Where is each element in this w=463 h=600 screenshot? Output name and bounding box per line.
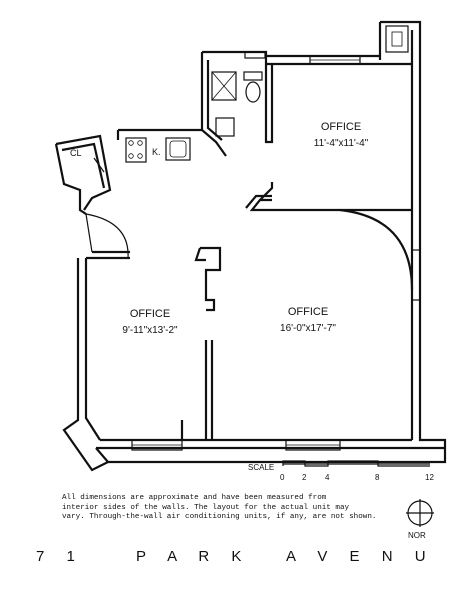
windows [131,51,421,451]
address-number: 7 1 [36,548,84,565]
disclaimer-note: All dimensions are approximate and have … [62,494,377,523]
note-line: vary. Through-the-wall air conditioning … [62,513,377,521]
scale-tick: 12 [425,473,434,482]
scale-tick: 0 [280,473,285,482]
interior-walls [85,64,414,440]
room-label-upper-office: OFFICE [321,121,361,133]
room-label-lower-left-office: OFFICE [130,308,170,320]
note-line: All dimensions are approximate and have … [62,494,327,502]
kitchen-fixtures [125,137,191,163]
bath-fixtures [211,71,263,137]
north-compass-icon [406,499,434,527]
closet-label: CL [70,148,82,158]
scale-tick: 4 [325,473,330,482]
scale-label: SCALE [248,463,274,472]
address-street-part1: P A R K [136,548,251,565]
note-line: interior sides of the walls. The layout … [62,503,350,512]
room-dims-lower-left-office: 9'-11"x13'-2" [122,325,178,336]
room-label-large-office: OFFICE [288,306,328,318]
scale-bar: SCALE 0 2 4 8 12 [248,460,434,482]
exterior-walls [54,20,447,472]
shaft-box [385,25,409,53]
scale-tick: 8 [375,473,380,482]
address-street-part2: A V E N U [286,548,435,565]
room-dims-upper-office: 11'-4"x11'-4" [314,138,369,149]
compass-label: NOR [408,531,426,540]
room-dims-large-office: 16'-0"x17'-7" [280,323,336,334]
kitchen-label: K. [152,147,161,157]
scale-tick: 2 [302,473,307,482]
